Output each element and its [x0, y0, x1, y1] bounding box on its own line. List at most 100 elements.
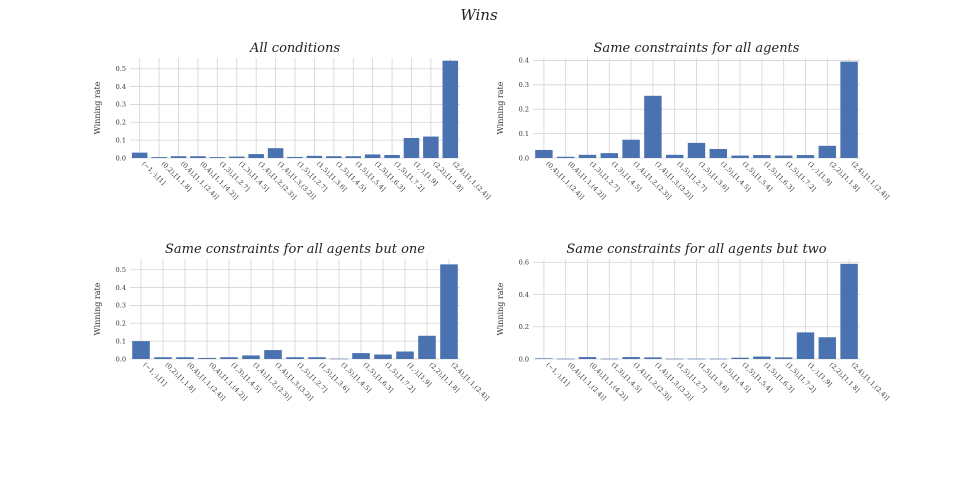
bar: [753, 155, 771, 158]
bar: [306, 155, 323, 158]
bar: [264, 350, 282, 359]
y-tick-label: 0.3: [519, 81, 529, 89]
chart-panel-3: Same constraints for all agents but one 0…: [93, 242, 491, 402]
bar: [796, 155, 815, 158]
bar: [352, 353, 370, 359]
y-tick-label: 0.1: [519, 130, 529, 138]
x-tick-label: (0,4),[1,1,(2.4)]: [566, 361, 607, 402]
bar: [190, 156, 206, 158]
bar: [774, 155, 793, 158]
bar: [556, 156, 575, 158]
y-tick-label: 0.4: [116, 83, 126, 91]
y-axis-label: Winning rate: [93, 282, 102, 335]
y-tick-label: 0.2: [116, 119, 126, 127]
bar: [326, 156, 342, 158]
y-tick-label: 0.1: [116, 136, 126, 144]
bar: [840, 263, 858, 359]
y-tick-label: 0.6: [519, 259, 529, 267]
y-tick-label: 0.2: [519, 323, 529, 331]
bar: [198, 357, 216, 359]
bar: [229, 156, 245, 158]
x-tick-label: (1,4),[1,2,(2.3)]: [632, 160, 673, 201]
figure-title: Wins: [460, 6, 498, 24]
bar: [818, 145, 837, 158]
x-tick-label: (1,4),[1,2,(2.3)]: [632, 361, 673, 402]
chart-panel-4: Same constraints for all agents but two 0…: [496, 242, 891, 402]
y-tick-label: 0.5: [116, 266, 126, 274]
x-tick-label: (2,4),[1,1,(2.4)]: [450, 361, 491, 402]
y-tick-label: 0.1: [116, 337, 126, 345]
bar: [374, 354, 392, 359]
x-tick-label: (1,4),[1,3,(3.2)]: [653, 361, 694, 402]
bar: [442, 60, 459, 158]
bar: [345, 156, 361, 158]
bar: [578, 154, 597, 158]
bar: [709, 148, 728, 158]
y-tick-label: 0.2: [519, 106, 529, 114]
bar: [622, 139, 640, 158]
bar: [556, 358, 575, 360]
bar: [709, 358, 728, 360]
bar: [209, 157, 226, 158]
bar: [600, 153, 619, 158]
bar: [308, 357, 326, 359]
chart-panel-1: All conditions0.00.10.20.30.40.5Winning …: [93, 41, 492, 201]
chart-title: Same constraints for all agents but two: [566, 242, 826, 257]
y-axis-label: Winning rate: [496, 282, 505, 335]
y-tick-label: 0.3: [116, 302, 126, 310]
bar: [396, 351, 414, 359]
bar: [423, 136, 439, 158]
bar: [687, 358, 706, 360]
bar: [176, 357, 194, 359]
bar: [578, 357, 597, 359]
y-tick-label: 0.0: [519, 154, 529, 162]
bar: [131, 152, 148, 158]
y-axis-label: Winning rate: [496, 81, 505, 134]
y-tick-label: 0.4: [519, 291, 529, 299]
bar: [287, 156, 303, 158]
bar: [731, 155, 749, 158]
bar: [248, 154, 264, 158]
bar: [286, 357, 304, 359]
chart-title: Same constraints for all agents: [594, 41, 800, 56]
y-axis-label: Winning rate: [93, 81, 102, 134]
bar: [774, 357, 793, 359]
bar: [535, 358, 553, 359]
bar: [644, 357, 662, 359]
chart-title: Same constraints for all agents but one: [165, 242, 425, 257]
bar: [665, 154, 684, 158]
x-tick-label: (0,4),[1,1,(4.2)]: [566, 160, 607, 201]
bar: [731, 357, 749, 359]
y-tick-label: 0.0: [116, 355, 126, 363]
bar: [267, 148, 284, 158]
bar: [535, 149, 553, 158]
bar: [665, 358, 684, 360]
bar: [418, 335, 436, 359]
bar: [753, 356, 771, 359]
bar: [330, 358, 348, 360]
bar: [151, 157, 167, 158]
bar: [170, 156, 187, 158]
y-tick-label: 0.3: [116, 101, 126, 109]
y-tick-label: 0.4: [116, 284, 126, 292]
bar: [132, 341, 150, 359]
bar: [242, 355, 260, 359]
bar: [154, 357, 172, 359]
bar: [384, 154, 400, 158]
x-tick-label: (2,4),[1,1,(2.4)]: [850, 160, 891, 201]
y-tick-label: 0.4: [519, 57, 529, 65]
bar: [364, 154, 381, 158]
x-tick-label: (2,4),[1,1,(2.4)]: [850, 361, 891, 402]
bar: [600, 358, 619, 360]
y-tick-label: 0.5: [116, 65, 126, 73]
y-tick-label: 0.2: [116, 320, 126, 328]
bar: [440, 264, 458, 359]
chart-title: All conditions: [249, 41, 340, 56]
x-tick-label: (1,4),[1,3,(3.2)]: [653, 160, 694, 201]
bar: [220, 357, 238, 359]
chart-panel-2: Same constraints for all agents 0.0 0.1 0.2…: [496, 41, 891, 201]
bar: [818, 337, 837, 359]
bar: [840, 61, 858, 158]
x-tick-label: (0,4),[1,1,(2.4)]: [544, 160, 585, 201]
